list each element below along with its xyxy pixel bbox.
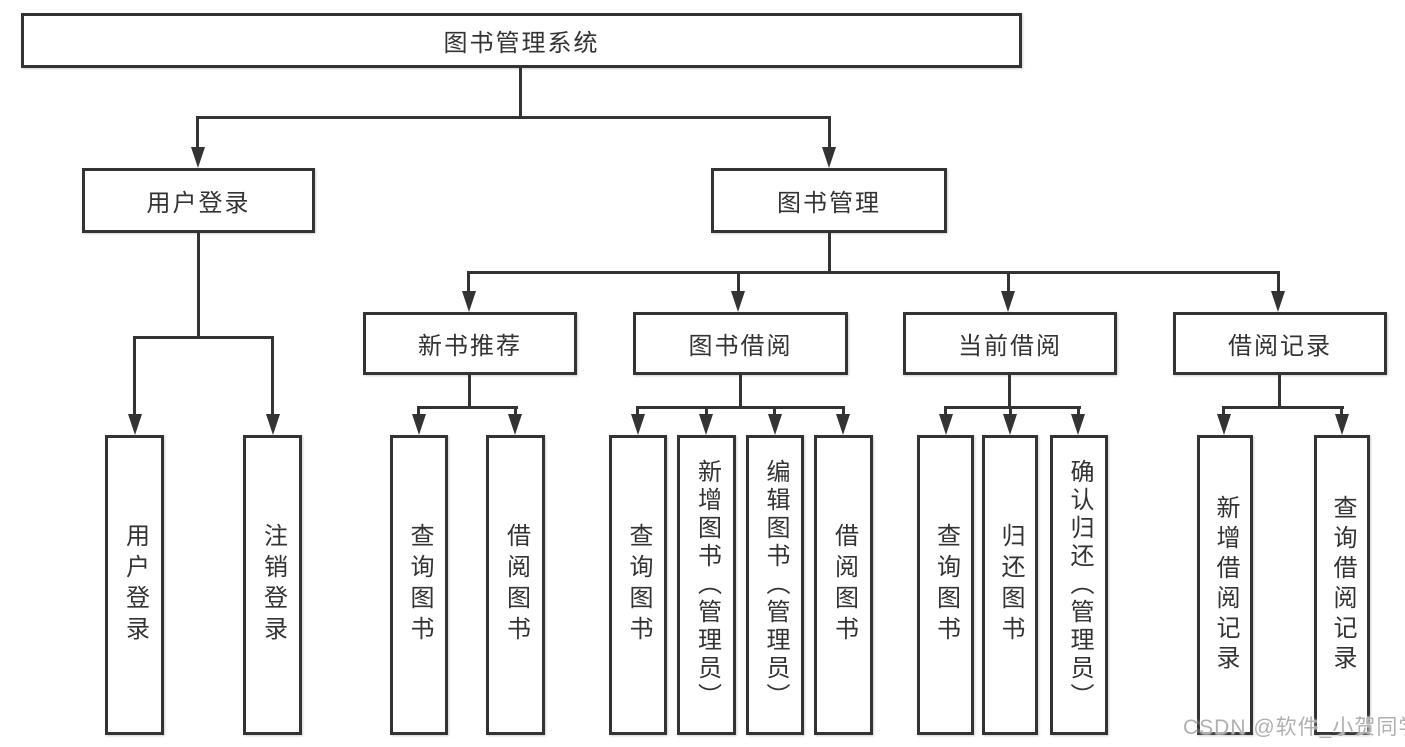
node-book-borrowing: 图书借阅 bbox=[633, 312, 848, 375]
connector-line bbox=[944, 406, 1081, 409]
connector-line bbox=[467, 271, 470, 293]
arrow-down-icon bbox=[412, 414, 426, 435]
leaf-bb-borrow-books: 借阅图书 bbox=[814, 435, 873, 735]
arrow-down-icon bbox=[822, 147, 836, 168]
connector-line bbox=[417, 406, 518, 409]
arrow-down-icon bbox=[939, 414, 953, 435]
arrow-down-icon bbox=[768, 414, 782, 435]
node-borrowing-records: 借阅记录 bbox=[1173, 312, 1387, 375]
leaf-br-query-record: 查询借阅记录 bbox=[1314, 435, 1370, 735]
connector-line bbox=[828, 233, 831, 274]
connector-line bbox=[842, 406, 845, 416]
connector-line bbox=[1008, 375, 1011, 409]
arrow-down-icon bbox=[1003, 414, 1017, 435]
leaf-nb-borrow-books: 借阅图书 bbox=[486, 435, 545, 735]
leaf-bb-edit-book-admin: 编辑图书（管理员） bbox=[746, 435, 804, 735]
leaf-cb-return-books: 归还图书 bbox=[982, 435, 1038, 735]
arrow-down-icon bbox=[1271, 291, 1285, 312]
connector-line bbox=[519, 66, 522, 119]
connector-line bbox=[133, 336, 136, 416]
connector-line bbox=[1007, 271, 1010, 293]
leaf-bb-add-book-admin: 新增图书（管理员） bbox=[677, 435, 736, 735]
arrow-down-icon bbox=[1071, 414, 1085, 435]
arrow-down-icon bbox=[191, 147, 205, 168]
connector-line bbox=[514, 406, 517, 416]
leaf-user-login: 用户登录 bbox=[105, 435, 164, 735]
arrow-down-icon bbox=[508, 414, 522, 435]
connector-line bbox=[417, 406, 420, 416]
connector-line bbox=[467, 271, 1280, 274]
connector-line bbox=[197, 233, 200, 339]
node-book-management: 图书管理 bbox=[711, 168, 947, 233]
arrow-down-icon bbox=[128, 414, 142, 435]
node-user-login: 用户登录 bbox=[82, 168, 315, 233]
arrow-down-icon bbox=[731, 291, 745, 312]
connector-line bbox=[196, 116, 831, 119]
arrow-down-icon bbox=[1217, 414, 1231, 435]
connector-line bbox=[271, 336, 274, 416]
arrow-down-icon bbox=[631, 414, 645, 435]
connector-line bbox=[1222, 406, 1344, 409]
leaf-bb-query-books: 查询图书 bbox=[609, 435, 667, 735]
connector-line bbox=[828, 116, 831, 150]
connector-line bbox=[944, 406, 947, 416]
connector-line bbox=[196, 116, 199, 150]
watermark: CSDN @软件_小贺同学 bbox=[1183, 716, 1405, 739]
connector-line bbox=[773, 406, 776, 416]
connector-line bbox=[1340, 406, 1343, 416]
arrow-down-icon bbox=[462, 291, 476, 312]
connector-line bbox=[133, 336, 274, 339]
connector-line bbox=[468, 375, 471, 409]
connector-line bbox=[1277, 271, 1280, 293]
arrow-down-icon bbox=[1001, 291, 1015, 312]
leaf-logout: 注销登录 bbox=[243, 435, 302, 735]
connector-line bbox=[739, 375, 742, 409]
node-new-book-recommend: 新书推荐 bbox=[363, 312, 577, 375]
connector-line bbox=[1222, 406, 1225, 416]
leaf-cb-query-books: 查询图书 bbox=[917, 435, 974, 735]
arrow-down-icon bbox=[1335, 414, 1349, 435]
node-root-system: 图书管理系统 bbox=[21, 13, 1022, 68]
connector-line bbox=[1077, 406, 1080, 416]
arrow-down-icon bbox=[836, 414, 850, 435]
connector-line bbox=[636, 406, 845, 409]
connector-line bbox=[705, 406, 708, 416]
leaf-nb-query-books: 查询图书 bbox=[390, 435, 448, 735]
leaf-cb-confirm-return-admin: 确认归还（管理员） bbox=[1050, 435, 1108, 735]
arrow-down-icon bbox=[266, 414, 280, 435]
connector-line bbox=[737, 271, 740, 293]
arrow-down-icon bbox=[699, 414, 713, 435]
leaf-br-add-record: 新增借阅记录 bbox=[1197, 435, 1253, 735]
node-current-borrowing: 当前借阅 bbox=[903, 312, 1117, 375]
connector-line bbox=[1278, 375, 1281, 409]
connector-line bbox=[1009, 406, 1012, 416]
connector-line bbox=[636, 406, 639, 416]
